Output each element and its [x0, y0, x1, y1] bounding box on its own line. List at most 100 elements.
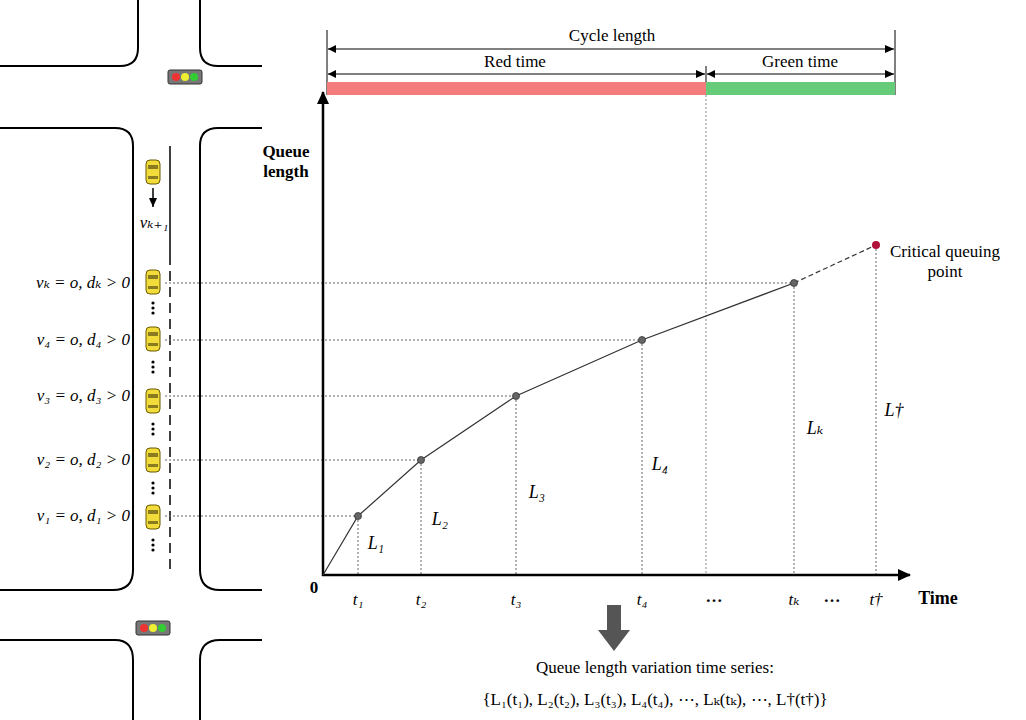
queue-points — [639, 337, 646, 344]
car-window — [148, 521, 158, 524]
series-formula: {L₁(t₁), L₂(t₂), L₃(t₃), L₄(t₄), ⋯, Lₖ(t… — [482, 690, 827, 710]
queue-dots — [151, 538, 154, 541]
queue-points — [355, 513, 362, 520]
queue-dots — [151, 486, 154, 489]
series-title: Queue length variation time series: — [536, 658, 774, 678]
axis-title: Time — [918, 588, 958, 609]
guide-lines — [358, 245, 876, 575]
queue-dots — [151, 427, 154, 430]
queue-dots — [151, 548, 154, 551]
queue-points — [418, 457, 425, 464]
car-window — [148, 453, 158, 457]
vehicle-state: v₄ = o, d₄ > 0 — [37, 330, 130, 350]
queue-points — [355, 280, 798, 520]
traffic-light — [181, 73, 189, 81]
car-window — [148, 343, 158, 346]
road-outline — [0, 128, 133, 590]
lane-line — [169, 146, 171, 255]
car-icon — [146, 505, 160, 529]
road-outline — [0, 0, 138, 66]
vehicle-state: v₂ = o, d₂ > 0 — [37, 450, 130, 470]
traffic-light — [136, 621, 170, 635]
car-icon — [146, 270, 160, 294]
phase-label: Red time — [484, 52, 546, 72]
green-time-bar — [706, 82, 895, 95]
queue-length-label: L₁ — [368, 533, 384, 554]
car-window — [148, 286, 158, 289]
time-tick: t₃ — [511, 590, 522, 610]
queue-dots — [151, 301, 154, 304]
guide-lines — [165, 245, 876, 575]
red-time-bar — [327, 82, 706, 95]
traffic-light — [190, 73, 198, 81]
queue-length-label: L₃ — [529, 482, 545, 503]
queue-curve — [323, 283, 794, 575]
traffic-light — [149, 624, 157, 632]
time-tick: t₁ — [353, 590, 364, 610]
origin-label: 0 — [310, 578, 319, 598]
queue-dots — [151, 311, 154, 314]
car-window — [148, 332, 158, 336]
time-tick: t† — [869, 590, 882, 610]
queue-length-label: Lₖ — [807, 418, 824, 439]
queue-dots — [151, 491, 154, 494]
car-icon — [146, 160, 160, 184]
x-axis — [322, 574, 910, 577]
car-arrow — [152, 188, 154, 207]
car-window — [148, 510, 158, 514]
traffic-light — [136, 621, 170, 635]
car-window — [148, 405, 158, 408]
phase-divider — [706, 95, 707, 575]
traffic-light — [168, 70, 202, 84]
traffic-light — [172, 73, 180, 81]
cycle-bar — [328, 74, 705, 75]
annotation: Critical queuing point — [885, 242, 1005, 281]
car-window — [148, 275, 158, 279]
lane-dashed-line — [169, 255, 171, 570]
traffic-light — [140, 624, 148, 632]
road-outline — [0, 0, 262, 720]
cycle-label: Cycle length — [569, 26, 655, 46]
y-axis — [322, 92, 325, 576]
queue-dots — [151, 432, 154, 435]
queue-length-label: L₂ — [432, 509, 448, 530]
ellipsis: … — [706, 587, 723, 607]
car-window — [148, 464, 158, 467]
vehicle-state: v₃ = o, d₃ > 0 — [37, 386, 130, 406]
road-outline — [200, 640, 262, 720]
queue-dots — [151, 370, 154, 373]
car-icon — [146, 327, 160, 351]
queue-dots — [151, 481, 154, 484]
car-window — [148, 394, 158, 398]
queue-length-label: L† — [884, 400, 903, 421]
queue-dots — [151, 543, 154, 546]
traffic-light — [158, 624, 166, 632]
car-icon — [146, 448, 160, 472]
time-tick: tₖ — [789, 590, 800, 610]
vehicle-state: v₁ = o, d₁ > 0 — [37, 506, 130, 526]
queue-points — [513, 393, 520, 400]
road-outline — [200, 128, 262, 590]
car-window — [148, 165, 158, 169]
car-icon — [146, 389, 160, 413]
cycle-bar — [707, 74, 894, 75]
vehicle-state: vₖ = o, dₖ > 0 — [36, 273, 130, 293]
traffic-light — [168, 70, 202, 84]
time-tick: t₂ — [416, 590, 427, 610]
ellipsis: … — [824, 587, 841, 607]
queue-curve-extension — [794, 245, 876, 283]
cycle-bar — [328, 49, 894, 50]
queue-points — [791, 280, 798, 287]
critical-point — [872, 241, 880, 249]
phase-label: Green time — [762, 52, 838, 72]
axis-title: Queue length — [248, 142, 324, 181]
queue-length-label: L₄ — [652, 454, 668, 475]
car-window — [148, 176, 158, 179]
queue-dots — [151, 306, 154, 309]
down-arrow — [598, 605, 630, 651]
queue-dots — [151, 360, 154, 363]
time-tick: t₄ — [637, 590, 648, 610]
road-outline — [0, 640, 133, 720]
vehicle-label: vₖ₊₁ — [140, 213, 169, 233]
